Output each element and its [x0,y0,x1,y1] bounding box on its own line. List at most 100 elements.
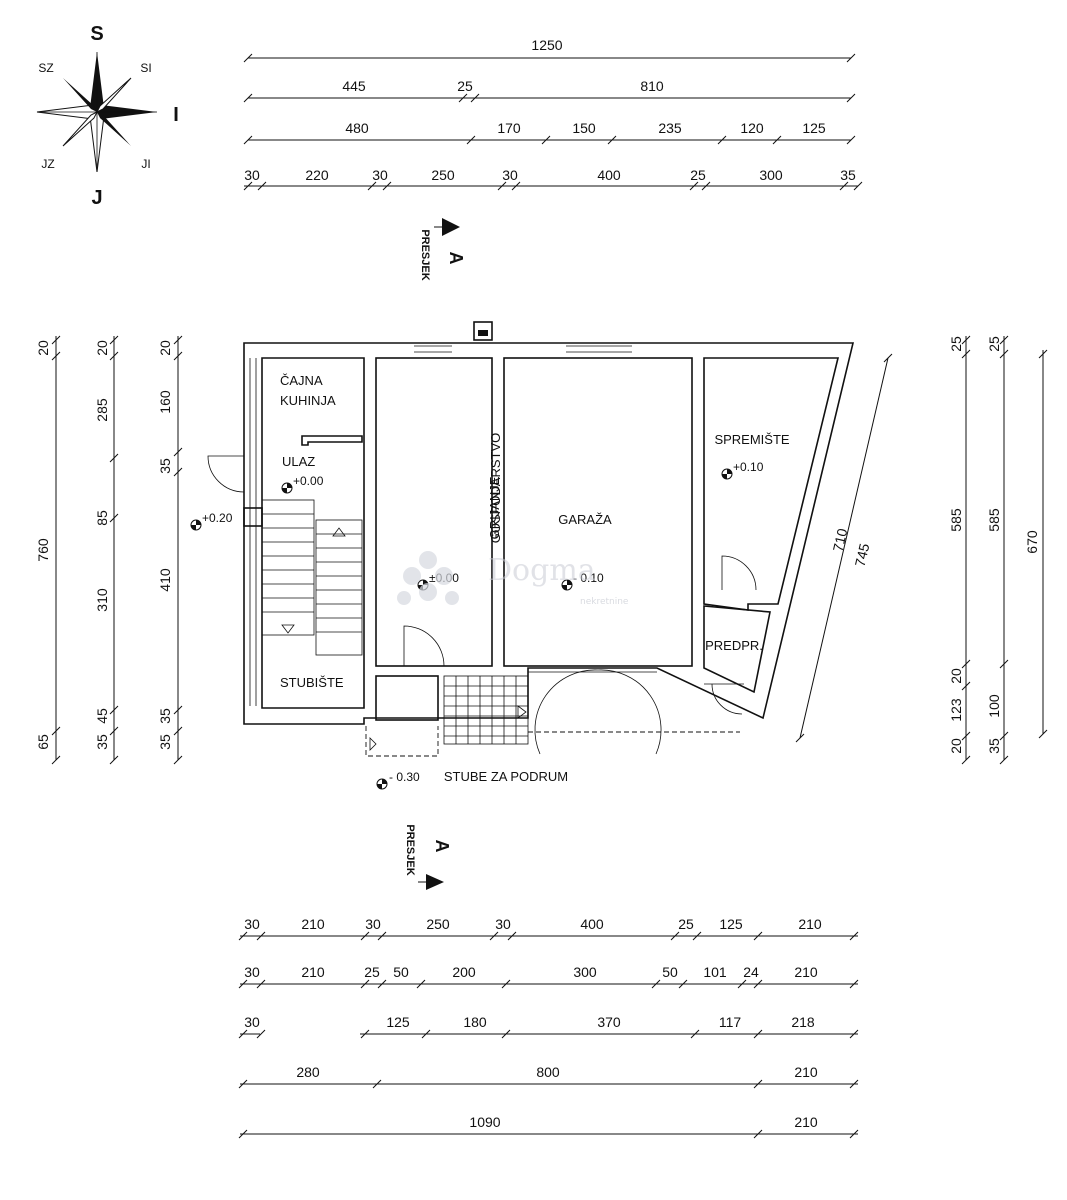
svg-text:35: 35 [986,738,1002,754]
svg-text:160: 160 [157,390,173,414]
svg-text:85: 85 [94,510,110,526]
dim-top-r4-9: 35 [840,167,856,183]
svg-text:35: 35 [94,734,110,750]
svg-text:20: 20 [948,738,964,754]
room-gospodarstvo: GOSPODARSTVO [488,433,503,544]
dim-top-r4-3: 30 [372,167,388,183]
dim-top-r4-1: 30 [244,167,260,183]
svg-text:30: 30 [495,916,511,932]
svg-text:+0.20: +0.20 [202,511,233,525]
svg-text:125: 125 [719,916,743,932]
room-stube-za-podrum: STUBE ZA PODRUM [444,769,568,784]
svg-text:210: 210 [794,1064,818,1080]
room-spremiste: SPREMIŠTE [714,432,789,447]
room-garaza: GARAŽA [558,512,612,527]
dim-top-r4-7: 25 [690,167,706,183]
svg-text:585: 585 [986,508,1002,532]
svg-text:101: 101 [703,964,727,980]
level-markers: +0.00 +0.20 ±0.00 - 0.10 +0.10 - 0.30 [190,460,764,790]
svg-text:20: 20 [948,668,964,684]
section-label-bottom: PRESJEK [404,824,416,875]
svg-text:117: 117 [719,1014,742,1030]
svg-text:+0.00: +0.00 [293,474,324,488]
svg-text:50: 50 [393,964,409,980]
room-labels: ČAJNA KUHINJA ULAZ STUBIŠTE GOSPODARSTVO… [280,373,790,784]
top-dimensions: 1250 445 25 810 480 170 150 235 120 125 … [243,37,863,191]
dim-top-r3-5: 120 [740,120,764,136]
level-marker-stube: - 0.30 [376,770,420,790]
compass-sw-label: JZ [41,157,54,171]
svg-text:760: 760 [35,538,51,562]
svg-text:285: 285 [94,398,110,422]
svg-text:- 0.10: - 0.10 [573,571,604,585]
level-marker-garaza: - 0.10 [561,571,604,591]
svg-text:125: 125 [386,1014,410,1030]
svg-text:35: 35 [157,708,173,724]
svg-text:25: 25 [986,336,1002,352]
dim-top-r4-6: 400 [597,167,621,183]
compass-ne-label: SI [140,61,151,75]
level-marker-spremiste: +0.10 [721,460,764,480]
svg-text:35: 35 [157,734,173,750]
room-predprostor: PREDPR. [705,638,763,653]
room-cajna-kuhinja-line2: KUHINJA [280,393,336,408]
section-letter-bottom: A [432,840,452,853]
svg-text:25: 25 [948,336,964,352]
svg-text:210: 210 [794,1114,818,1130]
svg-text:65: 65 [35,734,51,750]
dim-total-width: 1250 [531,37,562,53]
svg-text:20: 20 [157,340,173,356]
compass-south-label: J [91,187,102,209]
svg-text:35: 35 [157,458,173,474]
svg-text:25: 25 [678,916,694,932]
svg-text:400: 400 [580,916,604,932]
svg-text:30: 30 [244,916,260,932]
svg-text:180: 180 [463,1014,487,1030]
room-grijanje: GRIJANJE [487,476,502,539]
bottom-dimensions: 30 210 30 250 30 400 25 125 210 30 210 2… [238,916,859,1139]
svg-text:300: 300 [573,964,597,980]
svg-text:20: 20 [35,340,51,356]
svg-text:585: 585 [948,508,964,532]
dim-top-r3-2: 170 [497,120,521,136]
dim-top-r3-4: 235 [658,120,682,136]
svg-text:370: 370 [597,1014,621,1030]
dim-top-r4-5: 30 [502,167,518,183]
right-dimensions: 25 585 20 123 20 25 585 100 35 670 710 7… [795,335,1048,765]
left-dimensions: 20 760 65 20 285 85 310 45 35 20 160 35 … [35,335,183,765]
dim-top-r4-4: 250 [431,167,455,183]
section-marker-top: A PRESJEK [419,218,466,281]
dim-diagonal-745: 745 [852,542,873,569]
level-marker-ulaz: +0.00 [281,474,324,494]
svg-text:210: 210 [301,916,325,932]
watermark-sub: nekretnine [580,597,629,607]
dim-top-r3-3: 150 [572,120,596,136]
svg-text:+0.10: +0.10 [733,460,764,474]
dim-top-r3-6: 125 [802,120,826,136]
dim-top-r2-3: 810 [640,78,664,94]
room-ulaz: ULAZ [282,454,315,469]
svg-text:410: 410 [157,568,173,592]
dim-top-r2-1: 445 [342,78,366,94]
building-walls [207,321,855,757]
svg-text:310: 310 [94,588,110,612]
svg-text:20: 20 [94,340,110,356]
svg-text:25: 25 [364,964,380,980]
compass-se-label: JI [141,157,150,171]
svg-text:100: 100 [986,694,1002,718]
svg-text:218: 218 [791,1014,815,1030]
svg-text:210: 210 [794,964,818,980]
svg-text:1090: 1090 [469,1114,500,1130]
svg-text:250: 250 [426,916,450,932]
svg-text:210: 210 [301,964,325,980]
dim-top-r2-2: 25 [457,78,473,94]
svg-text:45: 45 [94,708,110,724]
compass-nw-label: SZ [38,61,53,75]
svg-text:123: 123 [948,698,964,722]
watermark-brand: Dogma [488,553,596,588]
svg-text:30: 30 [365,916,381,932]
compass-east-label: I [173,104,179,126]
section-label-top: PRESJEK [419,229,431,280]
section-marker-bottom: A PRESJEK [404,824,452,890]
